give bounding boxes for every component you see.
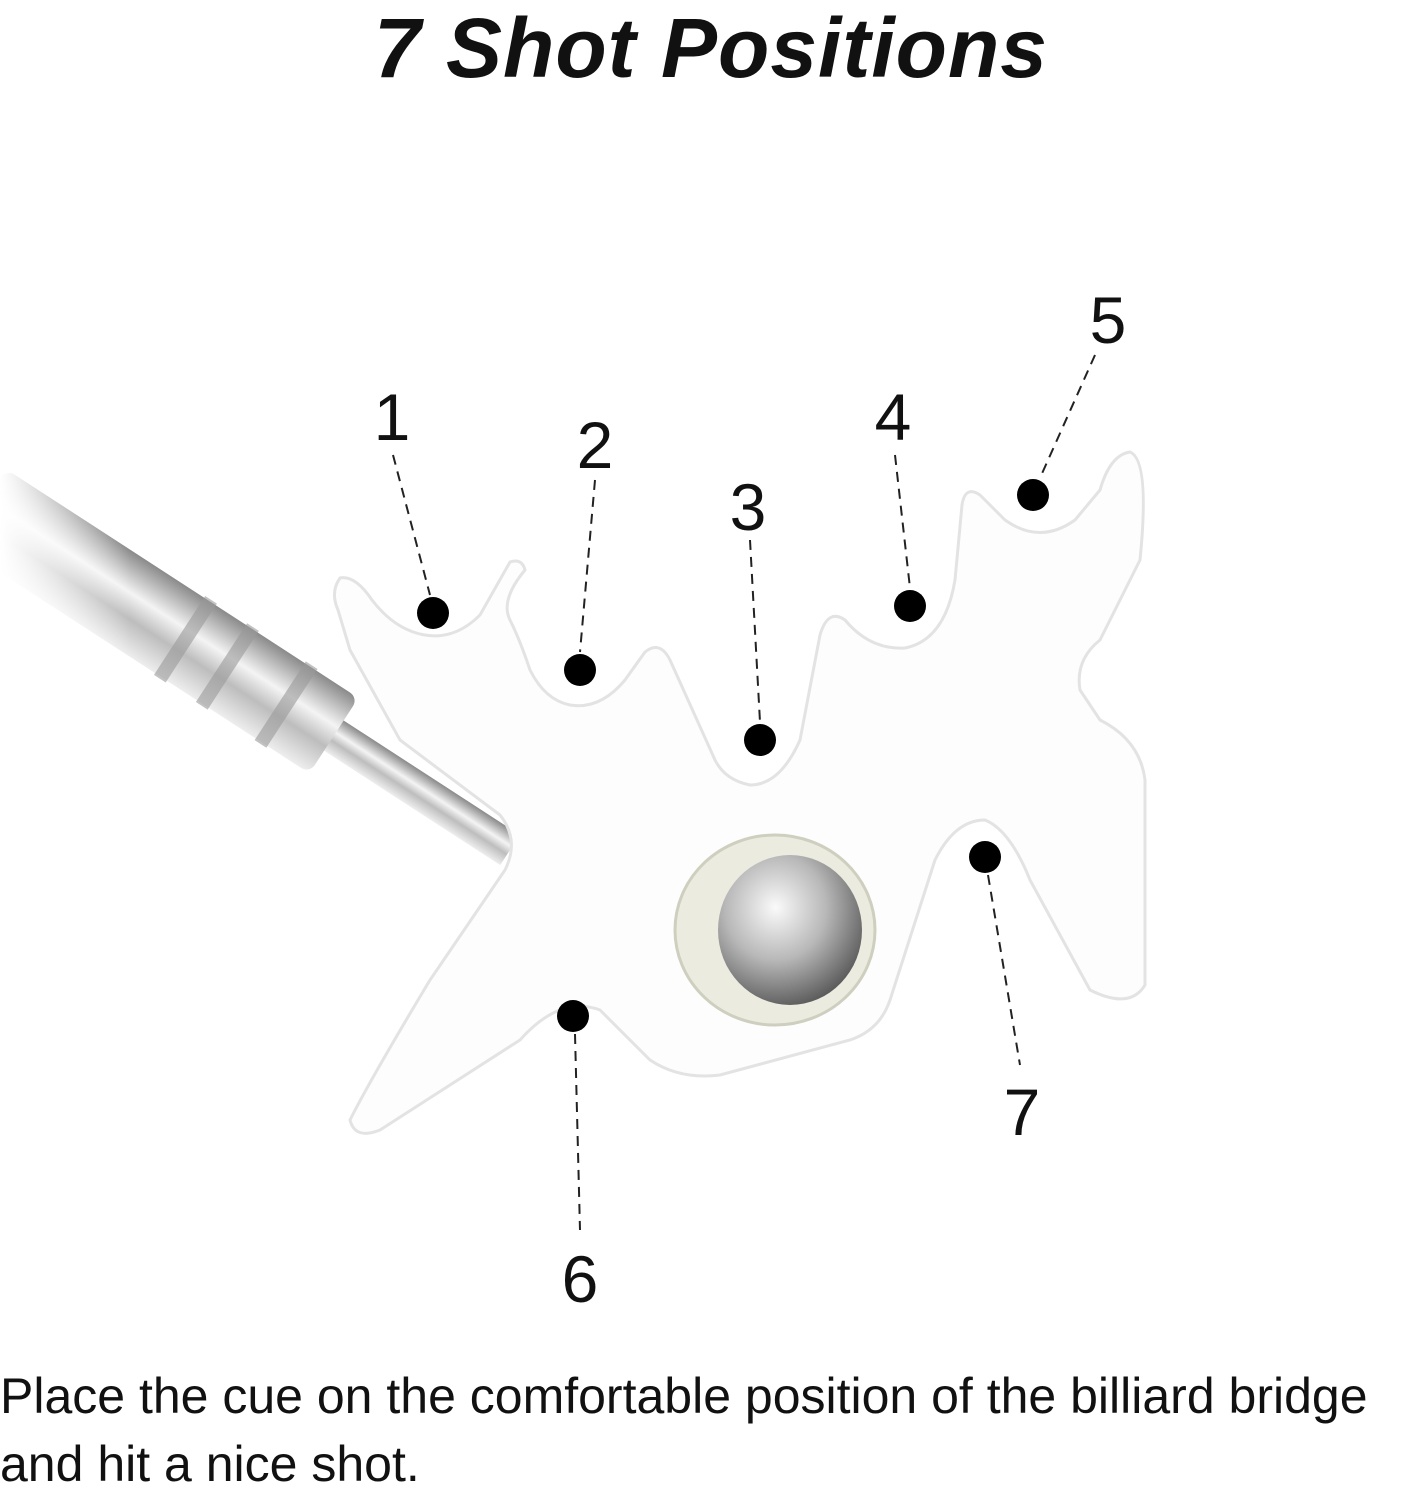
position-5-dot [1017, 479, 1049, 511]
caption: Place the cue on the comfortable positio… [0, 1368, 1368, 1492]
position-4-label: 4 [875, 380, 912, 454]
position-1-dot [417, 597, 449, 629]
position-1-label: 1 [374, 380, 411, 454]
position-3-dot [744, 724, 776, 756]
position-5-label: 5 [1090, 283, 1127, 357]
position-6-dot [557, 1000, 589, 1032]
ball-bearing [673, 833, 877, 1027]
leader-lines [392, 354, 1096, 1231]
page-title: 7 Shot Positions [373, 1, 1049, 95]
position-4-dot [894, 590, 926, 622]
position-2-label: 2 [577, 408, 614, 482]
bridge-head [333, 450, 1147, 1135]
position-3-label: 3 [730, 470, 767, 544]
position-6-label: 6 [562, 1242, 599, 1316]
position-7-dot [969, 841, 1001, 873]
position-7-label: 7 [1004, 1075, 1041, 1149]
position-2-dot [564, 654, 596, 686]
cue-bridge-shaft [0, 460, 520, 866]
